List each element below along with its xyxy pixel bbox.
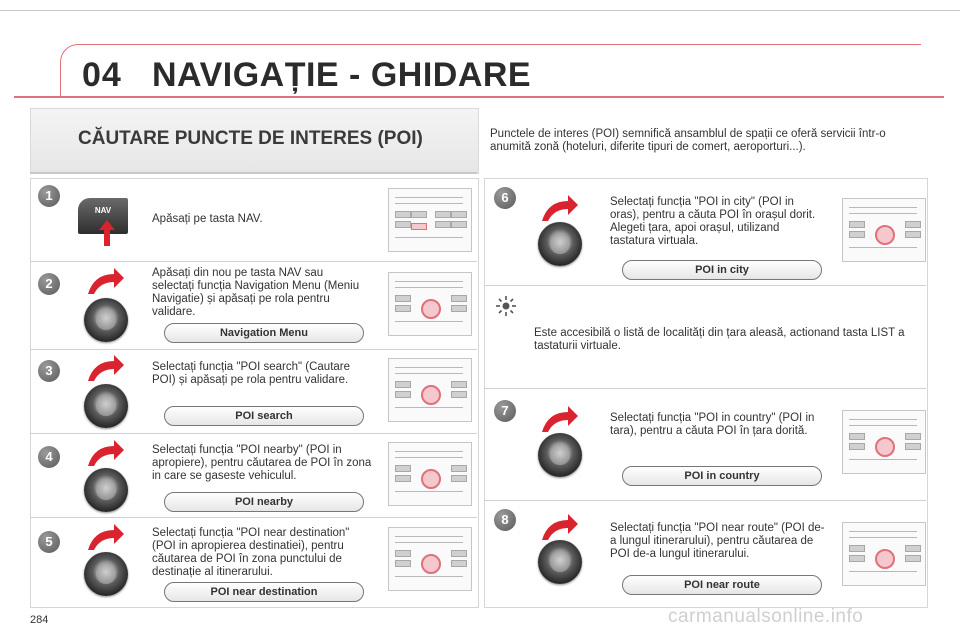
poi-near-route-button: POI near route bbox=[622, 575, 822, 595]
section-title: CĂUTARE PUNCTE DE INTERES (POI) bbox=[78, 128, 423, 149]
step-4-text: Selectați funcția "POI nearby" (POI in a… bbox=[152, 444, 372, 482]
watermark: carmanualsonline.info bbox=[668, 606, 864, 627]
step-number-7: 7 bbox=[494, 400, 516, 422]
row-separator bbox=[30, 349, 477, 350]
rotate-arrow-icon bbox=[542, 406, 578, 432]
poi-in-country-button: POI in country bbox=[622, 466, 822, 486]
poi-in-city-button: POI in city bbox=[622, 260, 822, 280]
rotate-arrow-icon bbox=[88, 524, 124, 550]
row-separator bbox=[484, 388, 926, 389]
step-5-text: Selectați funcția "POI near destination"… bbox=[152, 527, 350, 578]
sun-icon bbox=[496, 296, 516, 316]
up-arrow-icon bbox=[99, 220, 115, 246]
rotary-knob-icon bbox=[84, 384, 128, 428]
radio-unit-diagram bbox=[388, 527, 472, 591]
radio-unit-diagram bbox=[388, 442, 472, 506]
rotary-knob-icon bbox=[84, 552, 128, 596]
step-7-text: Selectați funcția "POI in country" (POI … bbox=[610, 412, 815, 437]
step-2-text: Apăsați din nou pe tasta NAV sau selecta… bbox=[152, 267, 360, 318]
chapter-tab-frame bbox=[60, 44, 921, 97]
step-3-text: Selectați funcția "POI search" (Cautare … bbox=[152, 361, 351, 386]
rotary-knob-icon bbox=[84, 298, 128, 342]
step-number-3: 3 bbox=[38, 360, 60, 382]
rotary-knob-icon bbox=[538, 540, 582, 584]
radio-unit-diagram bbox=[388, 272, 472, 336]
rotate-arrow-icon bbox=[542, 195, 578, 221]
row-separator bbox=[484, 285, 926, 286]
radio-unit-diagram bbox=[388, 358, 472, 422]
page-title: NAVIGAȚIE - GHIDARE bbox=[152, 56, 532, 94]
chapter-number: 04 bbox=[82, 56, 122, 94]
page-number: 284 bbox=[30, 614, 49, 626]
rotary-knob-icon bbox=[84, 468, 128, 512]
navigation-menu-button: Navigation Menu bbox=[164, 323, 364, 343]
rotary-knob-icon bbox=[538, 433, 582, 477]
rotate-arrow-icon bbox=[88, 268, 124, 294]
row-separator bbox=[30, 433, 477, 434]
step-6-text: Selectați funcția "POI in city" (POI in … bbox=[610, 196, 816, 247]
radio-unit-diagram bbox=[388, 188, 472, 252]
rotate-arrow-icon bbox=[88, 440, 124, 466]
section-heading-underline bbox=[30, 172, 477, 174]
step-number-2: 2 bbox=[38, 273, 60, 295]
poi-nearby-button: POI nearby bbox=[164, 492, 364, 512]
row-separator bbox=[30, 261, 477, 262]
step-1-text: Apăsați pe tasta NAV. bbox=[152, 213, 263, 225]
section-intro: Punctele de interes (POI) semnifică ansa… bbox=[490, 128, 886, 153]
step-number-4: 4 bbox=[38, 446, 60, 468]
step-number-1: 1 bbox=[38, 185, 60, 207]
row-separator bbox=[484, 500, 926, 501]
rotary-knob-icon bbox=[538, 222, 582, 266]
step-number-5: 5 bbox=[38, 531, 60, 553]
top-rule bbox=[0, 10, 960, 11]
step-number-8: 8 bbox=[494, 509, 516, 531]
radio-unit-diagram bbox=[842, 522, 926, 586]
step-8-text: Selectați funcția "POI near route" (POI … bbox=[610, 522, 825, 560]
row-separator bbox=[30, 517, 477, 518]
radio-unit-diagram bbox=[842, 410, 926, 474]
chapter-tab-underline bbox=[14, 96, 944, 98]
nav-key-label: NAV bbox=[94, 206, 112, 215]
rotate-arrow-icon bbox=[542, 514, 578, 540]
rotate-arrow-icon bbox=[88, 355, 124, 381]
tip-text: Este accesibilă o listă de localități di… bbox=[534, 327, 905, 352]
step-number-6: 6 bbox=[494, 187, 516, 209]
radio-unit-diagram bbox=[842, 198, 926, 262]
poi-search-button: POI search bbox=[164, 406, 364, 426]
poi-near-destination-button: POI near destination bbox=[164, 582, 364, 602]
